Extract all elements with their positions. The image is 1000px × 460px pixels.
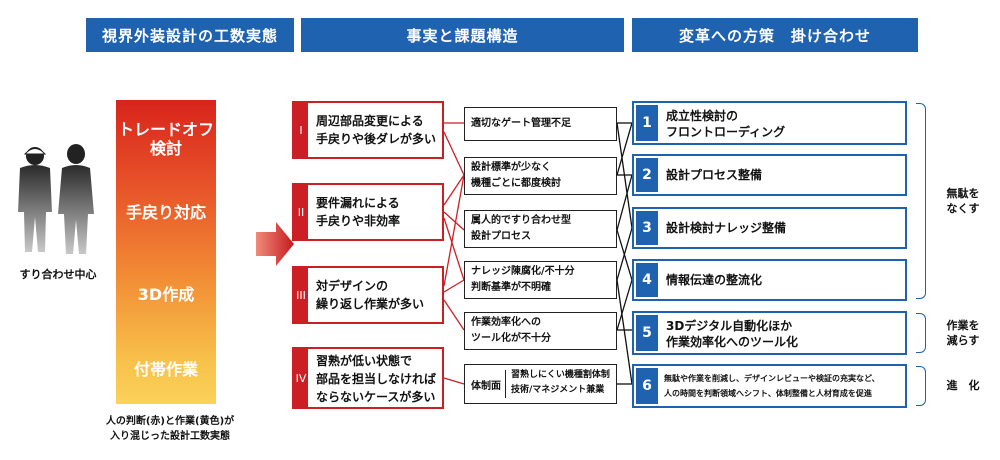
- segment-tradeoff: トレードオフ 検討: [117, 120, 214, 158]
- cause-box-5: 作業効率化への ツール化が不十分: [464, 312, 617, 350]
- problem-num-3: III: [294, 268, 308, 322]
- cause-box-4: ナレッジ陳腐化/不十分 判断基準が不明確: [464, 261, 617, 299]
- problem-box-4: IV 習熟が低い状態で 部品を担当しなければ ならないケースが多い: [292, 347, 444, 409]
- brace-evolve: [916, 366, 926, 406]
- solution-num-3: 3: [636, 211, 658, 245]
- header-workload: 視界外装設計の工数実態: [86, 18, 294, 52]
- problem-box-2: II 要件漏れによる 手戻りや非効率: [292, 183, 444, 241]
- solution-text-2: 設計プロセス整備: [666, 168, 763, 182]
- left-caption: 人の判断(赤)と作業(黄色)が 入り混じった設計工数実態: [105, 416, 235, 442]
- header-facts-issues: 事実と課題構造: [301, 18, 624, 52]
- cause-org-divider: [505, 370, 506, 398]
- cause-org-label: 体制面: [471, 381, 501, 392]
- problem-box-3: III 対デザインの 繰り返し作業が多い: [292, 266, 444, 324]
- solution-text-5: 3Dデジタル自動化ほか 作業効率化へのツール化: [666, 319, 799, 349]
- flow-arrow-icon: [256, 222, 294, 266]
- problem-box-1: I 周辺部品変更による 手戻りや後ダレが多い: [292, 101, 444, 159]
- solution-box-3: 3 設計検討ナレッジ整備: [632, 207, 907, 249]
- people-label: すり合わせ中心: [19, 268, 97, 281]
- cause-box-1: 適切なゲート管理不足: [464, 107, 617, 141]
- workload-gradient-column: [116, 100, 216, 404]
- solution-num-6: 6: [636, 368, 658, 404]
- problem-text-3: 対デザインの 繰り返し作業が多い: [316, 279, 425, 311]
- solution-text-3: 設計検討ナレッジ整備: [666, 221, 787, 235]
- outcome-eliminate-waste: 無駄を なくす: [946, 187, 980, 215]
- problem-text-1: 周辺部品変更による 手戻りや後ダレが多い: [316, 114, 437, 146]
- segment-ancillary: 付帯作業: [133, 360, 198, 379]
- segment-3d: 3D作成: [137, 285, 195, 304]
- cause-box-2: 設計標準が少なく 機種ごとに都度検討: [464, 157, 617, 195]
- brace-eliminate-waste: [916, 103, 926, 299]
- outcome-evolve: 進 化: [946, 379, 980, 392]
- solution-text-1: 成立性検討の フロントローディング: [666, 109, 786, 139]
- outcome-reduce-work: 作業を 減らす: [946, 319, 980, 347]
- solution-text-4: 情報伝達の整流化: [666, 273, 763, 287]
- solution-num-1: 1: [636, 105, 658, 141]
- solution-num-2: 2: [636, 158, 658, 192]
- problem-text-2: 要件漏れによる 手戻りや非効率: [316, 196, 401, 228]
- cause-box-3: 属人的ですり合わせ型 設計プロセス: [464, 210, 617, 248]
- brace-reduce-work: [916, 313, 926, 353]
- solution-box-4: 4 情報伝達の整流化: [632, 259, 907, 301]
- solution-num-4: 4: [636, 263, 658, 297]
- solution-box-2: 2 設計プロセス整備: [632, 154, 907, 196]
- solution-box-5: 5 3Dデジタル自動化ほか 作業効率化へのツール化: [632, 311, 907, 355]
- problem-num-4: IV: [294, 349, 308, 407]
- solution-box-6: 6 無駄や作業を削減し、デザインレビューや検証の充実など、 人の時間を判断領域へ…: [632, 364, 907, 408]
- cause-org-text: 習熟しにくい機種割体制 技術/マネジメント兼業: [511, 370, 610, 395]
- header-solutions: 変革への方策 掛け合わせ: [632, 18, 918, 52]
- problem-num-2: II: [294, 185, 308, 239]
- solution-text-6: 無駄や作業を削減し、デザインレビューや検証の充実など、 人の時間を判断領域へシフ…: [664, 374, 880, 398]
- problem-text-4: 習熟が低い状態で 部品を担当しなければ ならないケースが多い: [316, 354, 437, 404]
- engineers-silhouette-icon: [18, 144, 94, 254]
- solution-box-1: 1 成立性検討の フロントローディング: [632, 101, 907, 145]
- cause-box-org: 体制面 習熟しにくい機種割体制 技術/マネジメント兼業: [464, 364, 617, 404]
- problem-num-1: I: [294, 103, 308, 157]
- solution-num-5: 5: [636, 315, 658, 351]
- segment-rework: 手戻り対応: [125, 203, 206, 222]
